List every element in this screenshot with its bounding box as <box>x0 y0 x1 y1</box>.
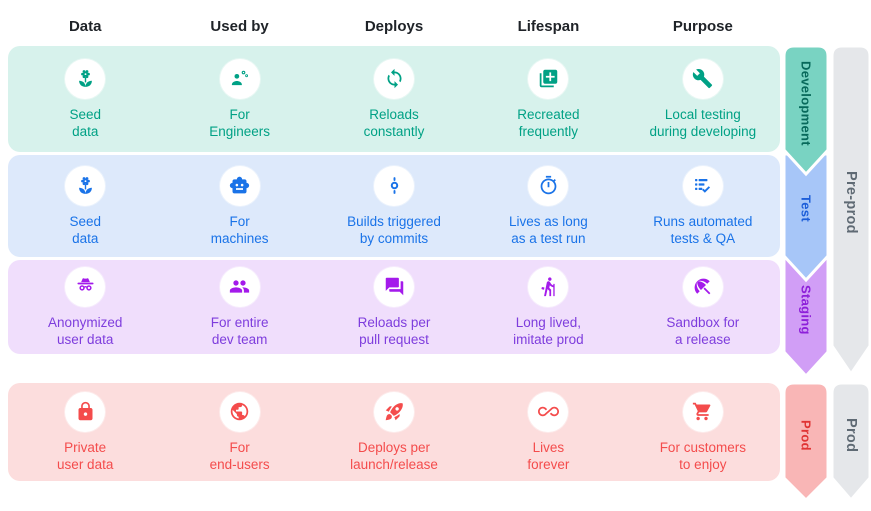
seed-icon <box>65 165 106 206</box>
cell-label: Long lived,imitate prod <box>513 314 584 347</box>
beach-umbrella-icon <box>682 266 723 307</box>
checklist-icon <box>682 165 723 206</box>
column-headers: Data Used by Deploys Lifespan Purpose <box>8 18 780 35</box>
lock-icon <box>65 391 106 432</box>
development-ribbon-label: Development <box>798 60 814 146</box>
timer-icon <box>528 165 569 206</box>
prod-group-label: Prod <box>843 417 859 453</box>
column-header-purpose: Purpose <box>672 18 733 35</box>
globe-icon <box>219 391 260 432</box>
group-icon <box>219 266 260 307</box>
column-header-used-by: Used by <box>210 18 269 35</box>
cell-staging-lifespan: Long lived,imitate prod <box>471 266 625 348</box>
rocket-icon <box>374 391 415 432</box>
column-header-lifespan: Lifespan <box>517 18 580 35</box>
library-add-icon <box>528 58 569 99</box>
column-header-deploys: Deploys <box>364 18 424 35</box>
preprod-group-label: Pre-prod <box>843 170 859 234</box>
test-ribbon-label: Test <box>798 194 814 222</box>
incognito-icon <box>65 266 106 307</box>
sync-icon <box>374 58 415 99</box>
commit-icon <box>374 165 415 206</box>
infinity-icon <box>528 391 569 432</box>
seed-icon <box>65 58 106 99</box>
engineer-icon <box>219 58 260 99</box>
cart-icon <box>682 391 723 432</box>
column-header-data: Data <box>68 18 102 35</box>
hiking-icon <box>528 266 569 307</box>
prod-ribbon-label: Prod <box>798 419 814 451</box>
wrench-icon <box>682 58 723 99</box>
forum-icon <box>374 266 415 307</box>
robot-icon <box>219 165 260 206</box>
staging-ribbon-label: Staging <box>798 285 814 335</box>
